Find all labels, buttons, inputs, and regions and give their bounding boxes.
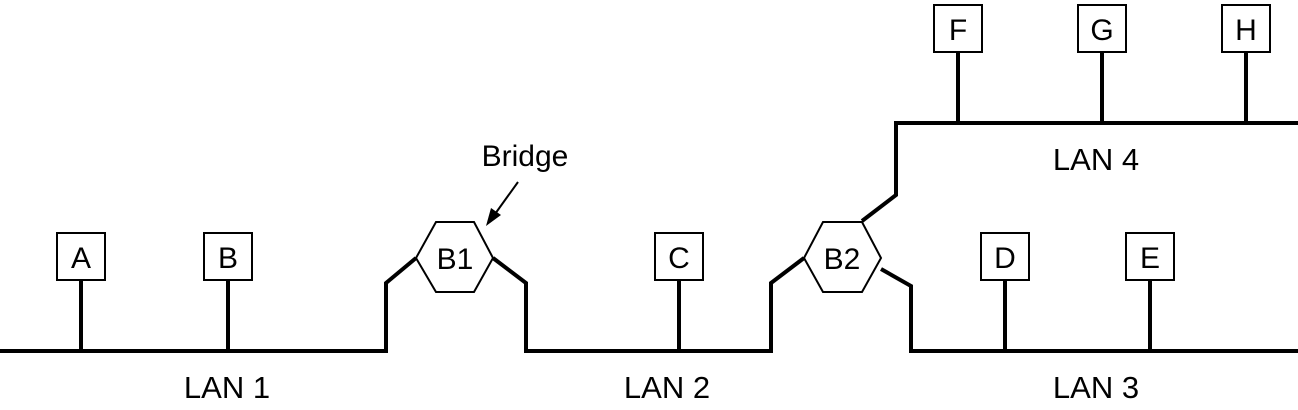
station-c: C xyxy=(654,232,704,281)
lan1-bus xyxy=(0,256,418,353)
bridge-b1: B1 xyxy=(414,221,495,293)
bridge-b1-label: B1 xyxy=(437,243,474,276)
station-c-label: C xyxy=(668,242,690,275)
lan1-label: LAN 1 xyxy=(184,370,270,405)
station-h-label: H xyxy=(1235,14,1257,47)
lan2-label: LAN 2 xyxy=(624,370,710,405)
bridge-b2-label: B2 xyxy=(824,243,861,276)
station-e: E xyxy=(1125,232,1175,281)
bridge-annotation: Bridge xyxy=(482,140,569,173)
station-a: A xyxy=(56,232,106,281)
lan3-label: LAN 3 xyxy=(1053,370,1139,405)
bridge-b2: B2 xyxy=(802,221,883,293)
station-b: B xyxy=(203,232,253,281)
station-g-label: G xyxy=(1090,14,1113,47)
lan2-bus xyxy=(491,256,806,353)
station-e-label: E xyxy=(1140,242,1160,275)
lan4-label: LAN 4 xyxy=(1053,142,1139,177)
bridge-arrow-head xyxy=(486,208,501,226)
station-b-label: B xyxy=(218,242,238,275)
station-f: F xyxy=(933,4,983,53)
station-g: G xyxy=(1077,4,1127,53)
lan3-bus xyxy=(880,267,1298,353)
lan4-bus xyxy=(860,121,1298,223)
bridge-arrow-line xyxy=(494,181,519,215)
station-d: D xyxy=(980,232,1030,281)
station-a-label: A xyxy=(71,242,91,275)
station-h: H xyxy=(1221,4,1271,53)
station-d-label: D xyxy=(994,242,1016,275)
station-f-label: F xyxy=(949,14,967,47)
